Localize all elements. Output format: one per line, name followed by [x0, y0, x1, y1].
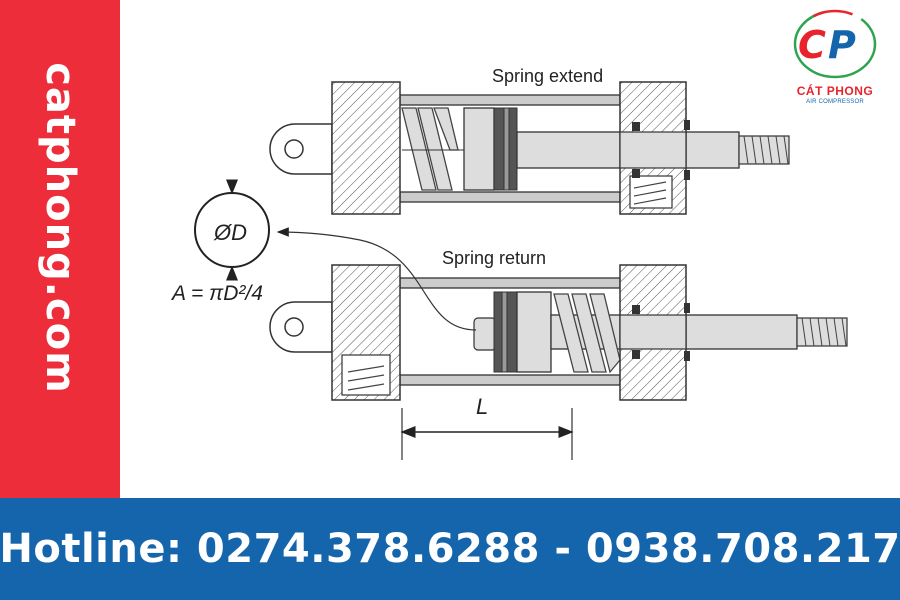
- length-dimension: L: [400, 394, 574, 460]
- piston: [463, 107, 495, 191]
- spring-extend-label: Spring extend: [492, 66, 603, 86]
- diameter-callout: ØD A = πD²/4: [170, 179, 477, 331]
- length-label: L: [476, 394, 488, 419]
- logo-c-letter: C: [798, 23, 826, 67]
- cylinder-diagram: Spring extend: [120, 0, 900, 498]
- brand-logo: C P CÁT PHONG AIR COMPRESSOR: [776, 6, 894, 114]
- end-cap-left: [331, 81, 401, 215]
- logo-name: CÁT PHONG: [796, 84, 874, 98]
- spring-icon: [553, 293, 621, 374]
- hotline-text: Hotline: 0274.378.6288 - 0938.708.217: [0, 526, 900, 572]
- hotline-footer: Hotline: 0274.378.6288 - 0938.708.217: [0, 498, 900, 600]
- area-formula: A = πD²/4: [170, 282, 263, 305]
- spring-return-label: Spring return: [442, 248, 546, 268]
- diameter-label: ØD: [213, 220, 247, 245]
- logo-tagline: AIR COMPRESSOR: [806, 99, 864, 105]
- spring-return-cylinder: Spring return: [269, 248, 848, 401]
- side-band: catphong.com: [0, 0, 120, 498]
- spring-icon: [401, 107, 465, 191]
- website-text: catphong.com: [37, 62, 83, 394]
- spring-extend-cylinder: Spring extend: [269, 66, 790, 215]
- logo-p-letter: P: [828, 23, 856, 67]
- piston: [516, 291, 552, 373]
